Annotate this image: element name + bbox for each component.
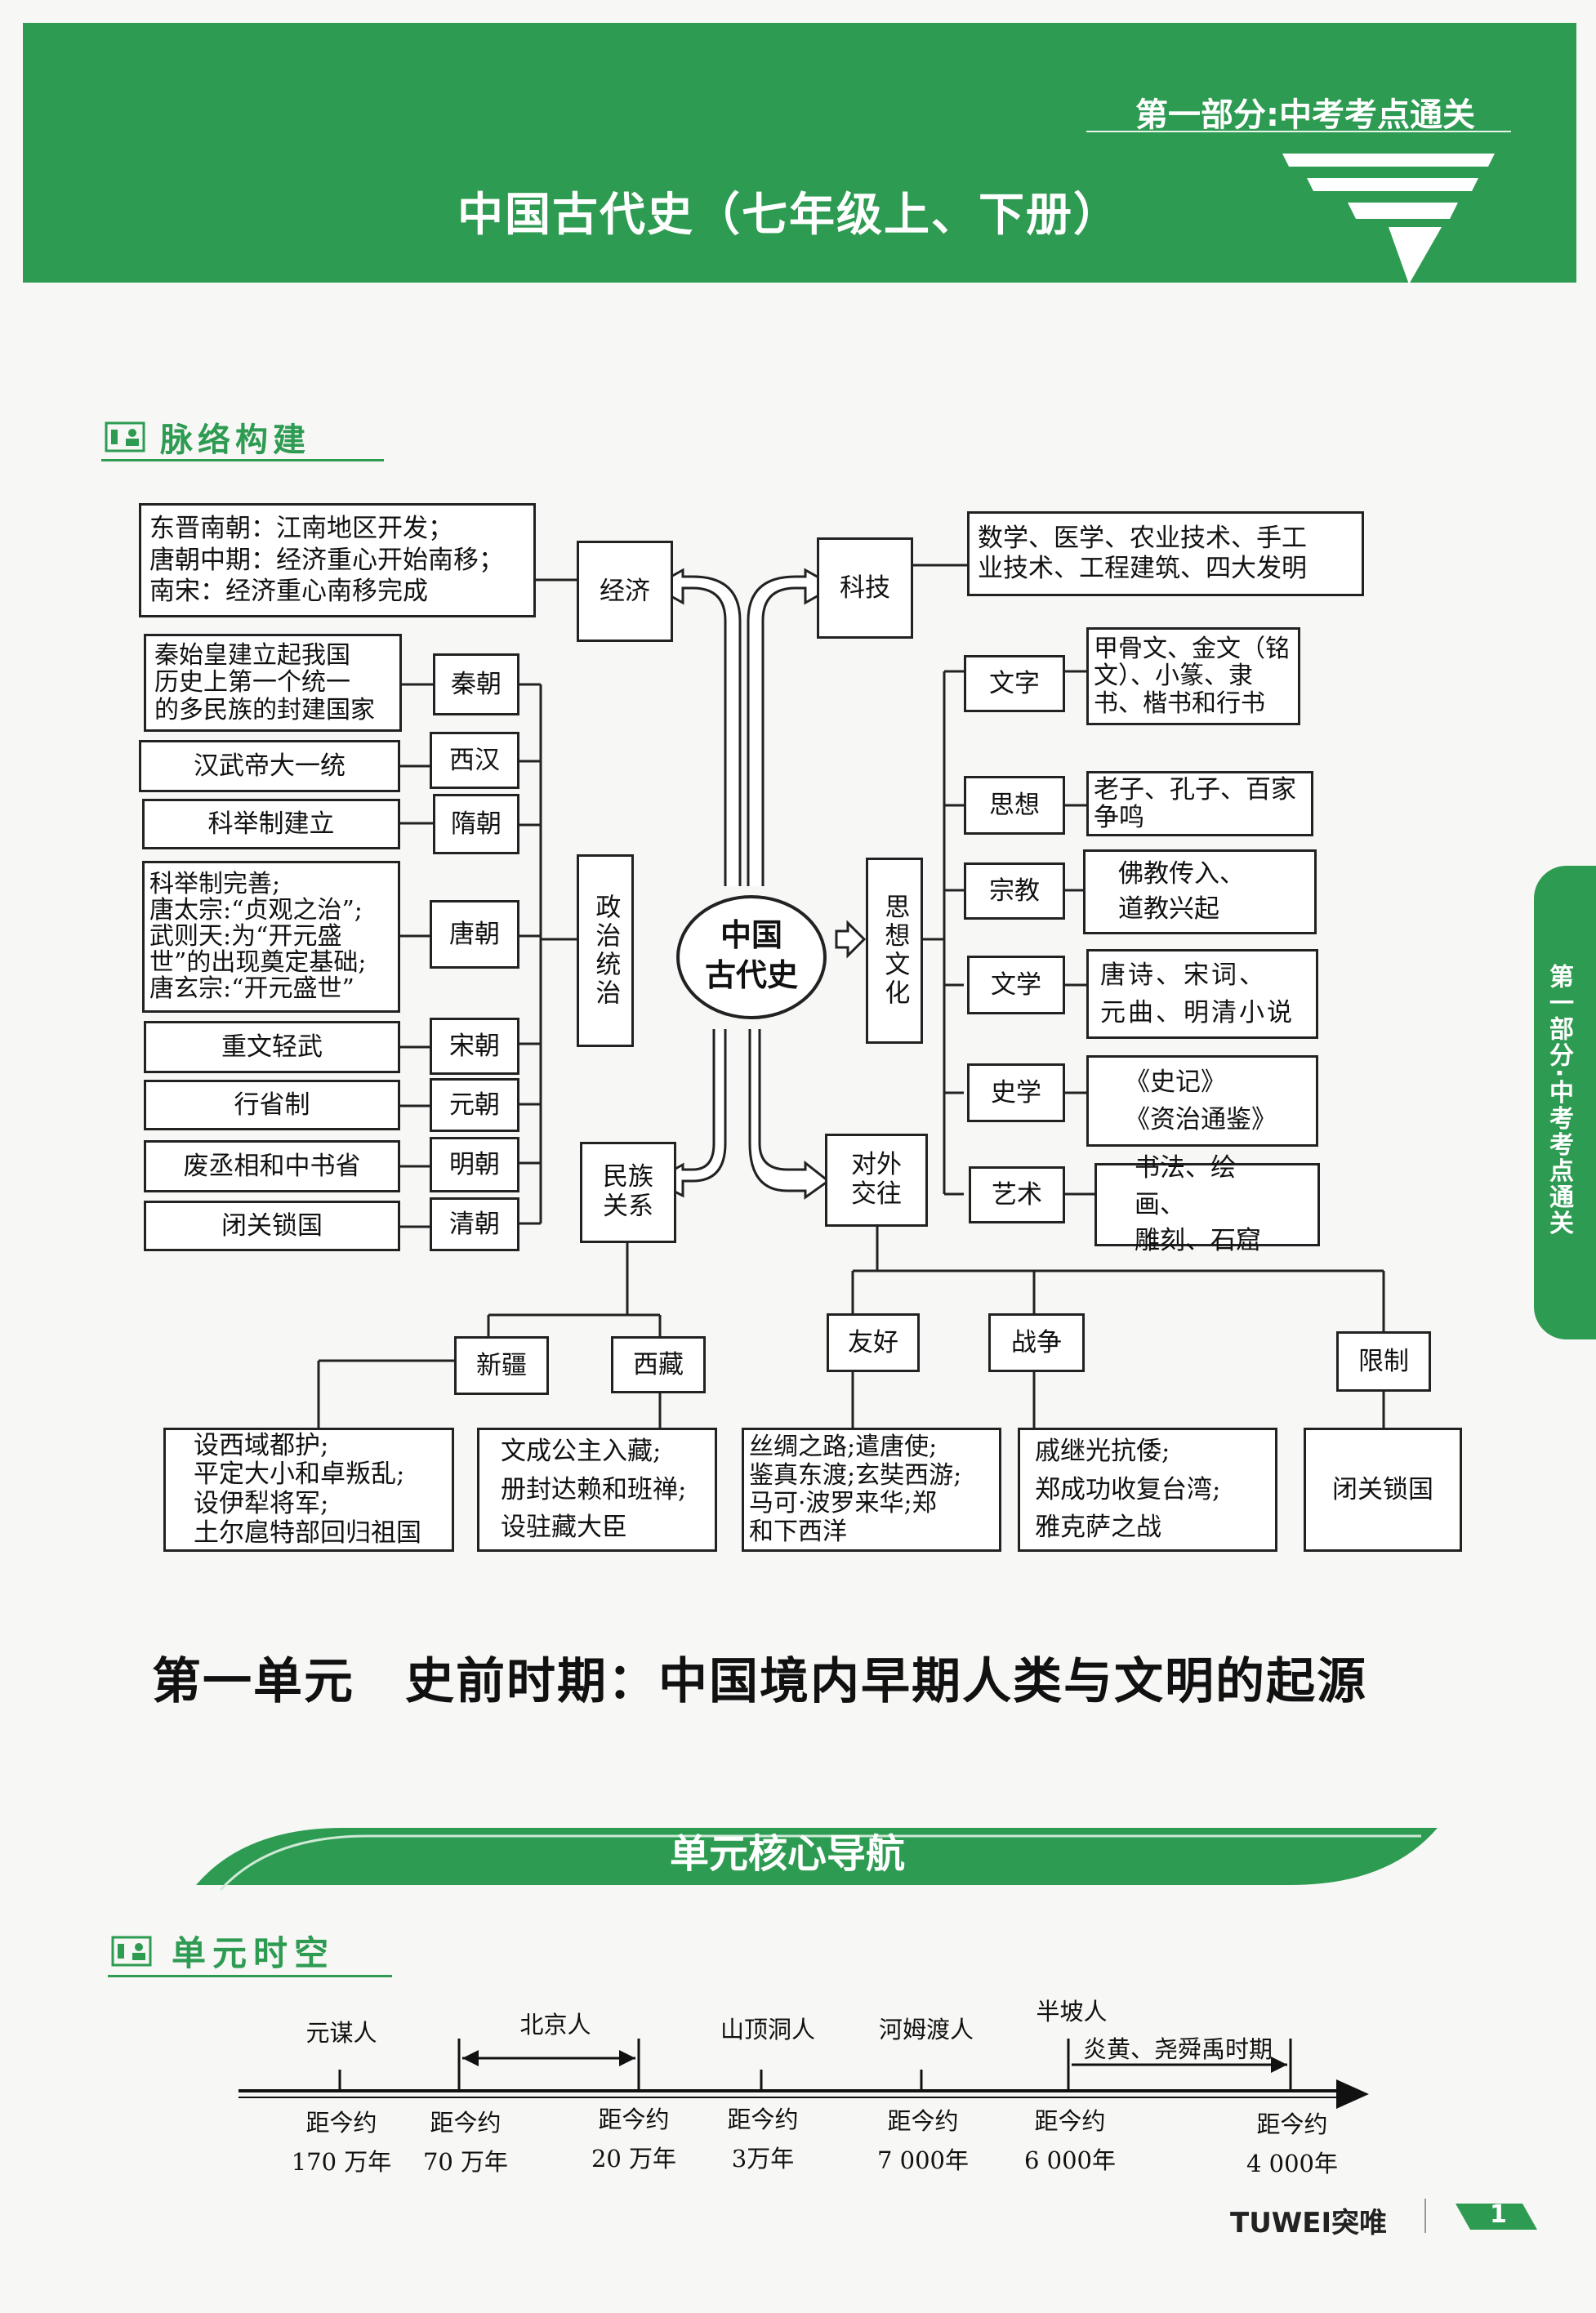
timeline-bottom-0-l1: 距今约 [305,2109,377,2137]
dynasty-qing: 清朝 [430,1197,519,1251]
timeline-top-4: 半坡人 [1036,1998,1108,2026]
ethnic-xizang-detail: 文成公主入藏; 册封达赖和班禅; 设驻藏大臣 [477,1428,717,1552]
foreign-friendly-detail: 丝绸之路;遣唐使; 鉴真东渡;玄奘西游; 马可·波罗来华;郑 和下西洋 [742,1428,1001,1552]
foreign-war-detail: 戚继光抗倭; 郑成功收复台湾; 雅克萨之战 [1018,1428,1277,1552]
nav-title: 单元核心导航 [670,1831,906,1877]
dynasty-ming: 明朝 [430,1137,519,1192]
culture-box: 思想文化 [866,858,923,1044]
tech-box: 科技 [817,537,913,639]
timeline-bottom-0-l2: 170 万年 [291,2148,392,2176]
page-number-tab [1456,2204,1537,2230]
timeline-top-3: 河姆渡人 [878,2016,974,2043]
section-title: 脉络构建 [160,421,310,459]
timeline-bottom-3-l1: 距今约 [727,2106,799,2133]
book-icon-2 [111,1936,152,1967]
timeline-bottom-5-l1: 距今约 [1034,2107,1106,2135]
foreign-war: 战争 [988,1313,1085,1372]
culture-religion: 宗教 [964,862,1065,920]
ethnic-xinjiang: 新疆 [454,1336,549,1395]
politics-detail-qin: 秦始皇建立起我国 历史上第一个统一 的多民族的封建国家 [144,634,402,732]
book-icon [105,421,145,452]
economy-box: 经济 [577,541,673,642]
mindmap-connectors [317,564,1385,1428]
timeline-top-2: 山顶洞人 [720,2016,815,2043]
timeline-top-0: 元谋人 [305,2019,377,2047]
timeline-bottom-4-l2: 7 000年 [876,2146,970,2174]
footer-divider [1424,2199,1426,2233]
timeline-bottom-1-l1: 距今约 [430,2109,502,2137]
section-underline [101,459,384,461]
footer-brand: TUWEI突唯 [1230,2207,1388,2239]
timeline-bottom-2-l2: 20 万年 [591,2145,677,2173]
timeline-axis [239,2039,1369,2109]
foreign-friendly: 友好 [827,1313,920,1372]
dynasty-sui: 隋朝 [433,794,519,854]
politics-detail-ming: 废丞相和中书省 [144,1140,400,1192]
culture-history: 史学 [967,1063,1065,1122]
politics-detail-song: 重文轻武 [144,1021,400,1073]
politics-detail-yuan: 行省制 [144,1080,400,1130]
timeline-bottom-2-l1: 距今约 [598,2106,670,2133]
dynasty-xihan: 西汉 [430,732,519,789]
culture-writing: 文字 [964,655,1065,712]
culture-thought: 思想 [964,776,1065,835]
timeline-bottom-6-l2: 4 000年 [1246,2150,1339,2177]
side-tab [1534,866,1596,1339]
page-number: 1 [1490,2200,1507,2229]
dynasty-tang: 唐朝 [430,900,519,969]
politics-box: 政治统治 [577,854,634,1047]
nav-band [196,1828,1438,1892]
timeline-bottom-6-l1: 距今约 [1256,2110,1328,2138]
politics-detail-xihan: 汉武帝大一统 [139,740,400,792]
tech-detail: 数学、医学、农业技术、手工 业技术、工程建筑、四大发明 [967,511,1364,596]
politics-detail-qing: 闭关锁国 [144,1201,400,1251]
ethnic-xizang: 西藏 [611,1336,706,1393]
header-banner [23,23,1576,283]
unit-title: 第一单元 史前时期：中国境内早期人类与文明的起源 [152,1653,1367,1710]
economy-detail: 东晋南朝：江南地区开发； 唐朝中期：经济重心开始南移； 南宋：经济重心南移完成 [139,503,536,617]
center-node: 中国 古代史 [704,916,798,994]
ethnic-xinjiang-detail: 设西域都护; 平定大小和卓叛乱; 设伊犁将军; 土尔扈特部回归祖国 [163,1428,454,1552]
dynasty-song: 宋朝 [430,1018,519,1075]
dynasty-yuan: 元朝 [430,1078,519,1132]
timeline-bottom-1-l2: 70 万年 [422,2148,509,2176]
header-logo-icon [1282,154,1495,284]
culture-art-detail: 书法、绘画、 雕刻、石窟 [1094,1153,1320,1255]
timeline-bottom-4-l1: 距今约 [887,2107,959,2135]
part-underline [1086,131,1511,132]
timeline-top-1: 北京人 [519,2011,591,2039]
culture-religion-detail: 佛教传入、 道教兴起 [1083,849,1317,934]
culture-literature-detail: 唐诗、宋词、 元曲、明清小说 [1086,949,1318,1039]
side-tab-label: 第一部分·中考考点通关 [1545,964,1573,1237]
culture-literature: 文学 [967,956,1065,1014]
timeline-top-5: 炎黄、尧舜禹时期 [1083,2035,1273,2063]
politics-detail-tang: 科举制完善; 唐太宗:“贞观之治”; 武则天:为“开元盛 世”的出现奠定基础; … [142,861,400,1013]
foreign-box: 对外 交往 [825,1134,928,1227]
timeline-bottom-3-l2: 3万年 [731,2145,795,2173]
part-label: 第一部分:中考考点通关 [1135,96,1475,134]
space-time-underline [108,1975,392,1977]
culture-thought-detail: 老子、孔子、百家 争鸣 [1086,771,1313,836]
ethnic-box: 民族 关系 [580,1142,676,1243]
culture-history-detail: 《史记》 《资治通鉴》 [1086,1055,1318,1147]
page-title: 中国古代史（七年级上、下册） [457,189,1121,242]
dynasty-qin: 秦朝 [433,653,519,715]
space-time-title: 单元时空 [172,1933,336,1973]
foreign-limit-detail: 闭关锁国 [1304,1428,1462,1552]
foreign-limit: 限制 [1336,1331,1431,1392]
timeline-bottom-5-l2: 6 000年 [1023,2146,1117,2174]
culture-art: 艺术 [969,1166,1065,1223]
politics-detail-sui: 科举制建立 [142,799,400,849]
culture-writing-detail: 甲骨文、金文（铭 文）、小篆、隶 书、楷书和行书 [1086,627,1300,725]
